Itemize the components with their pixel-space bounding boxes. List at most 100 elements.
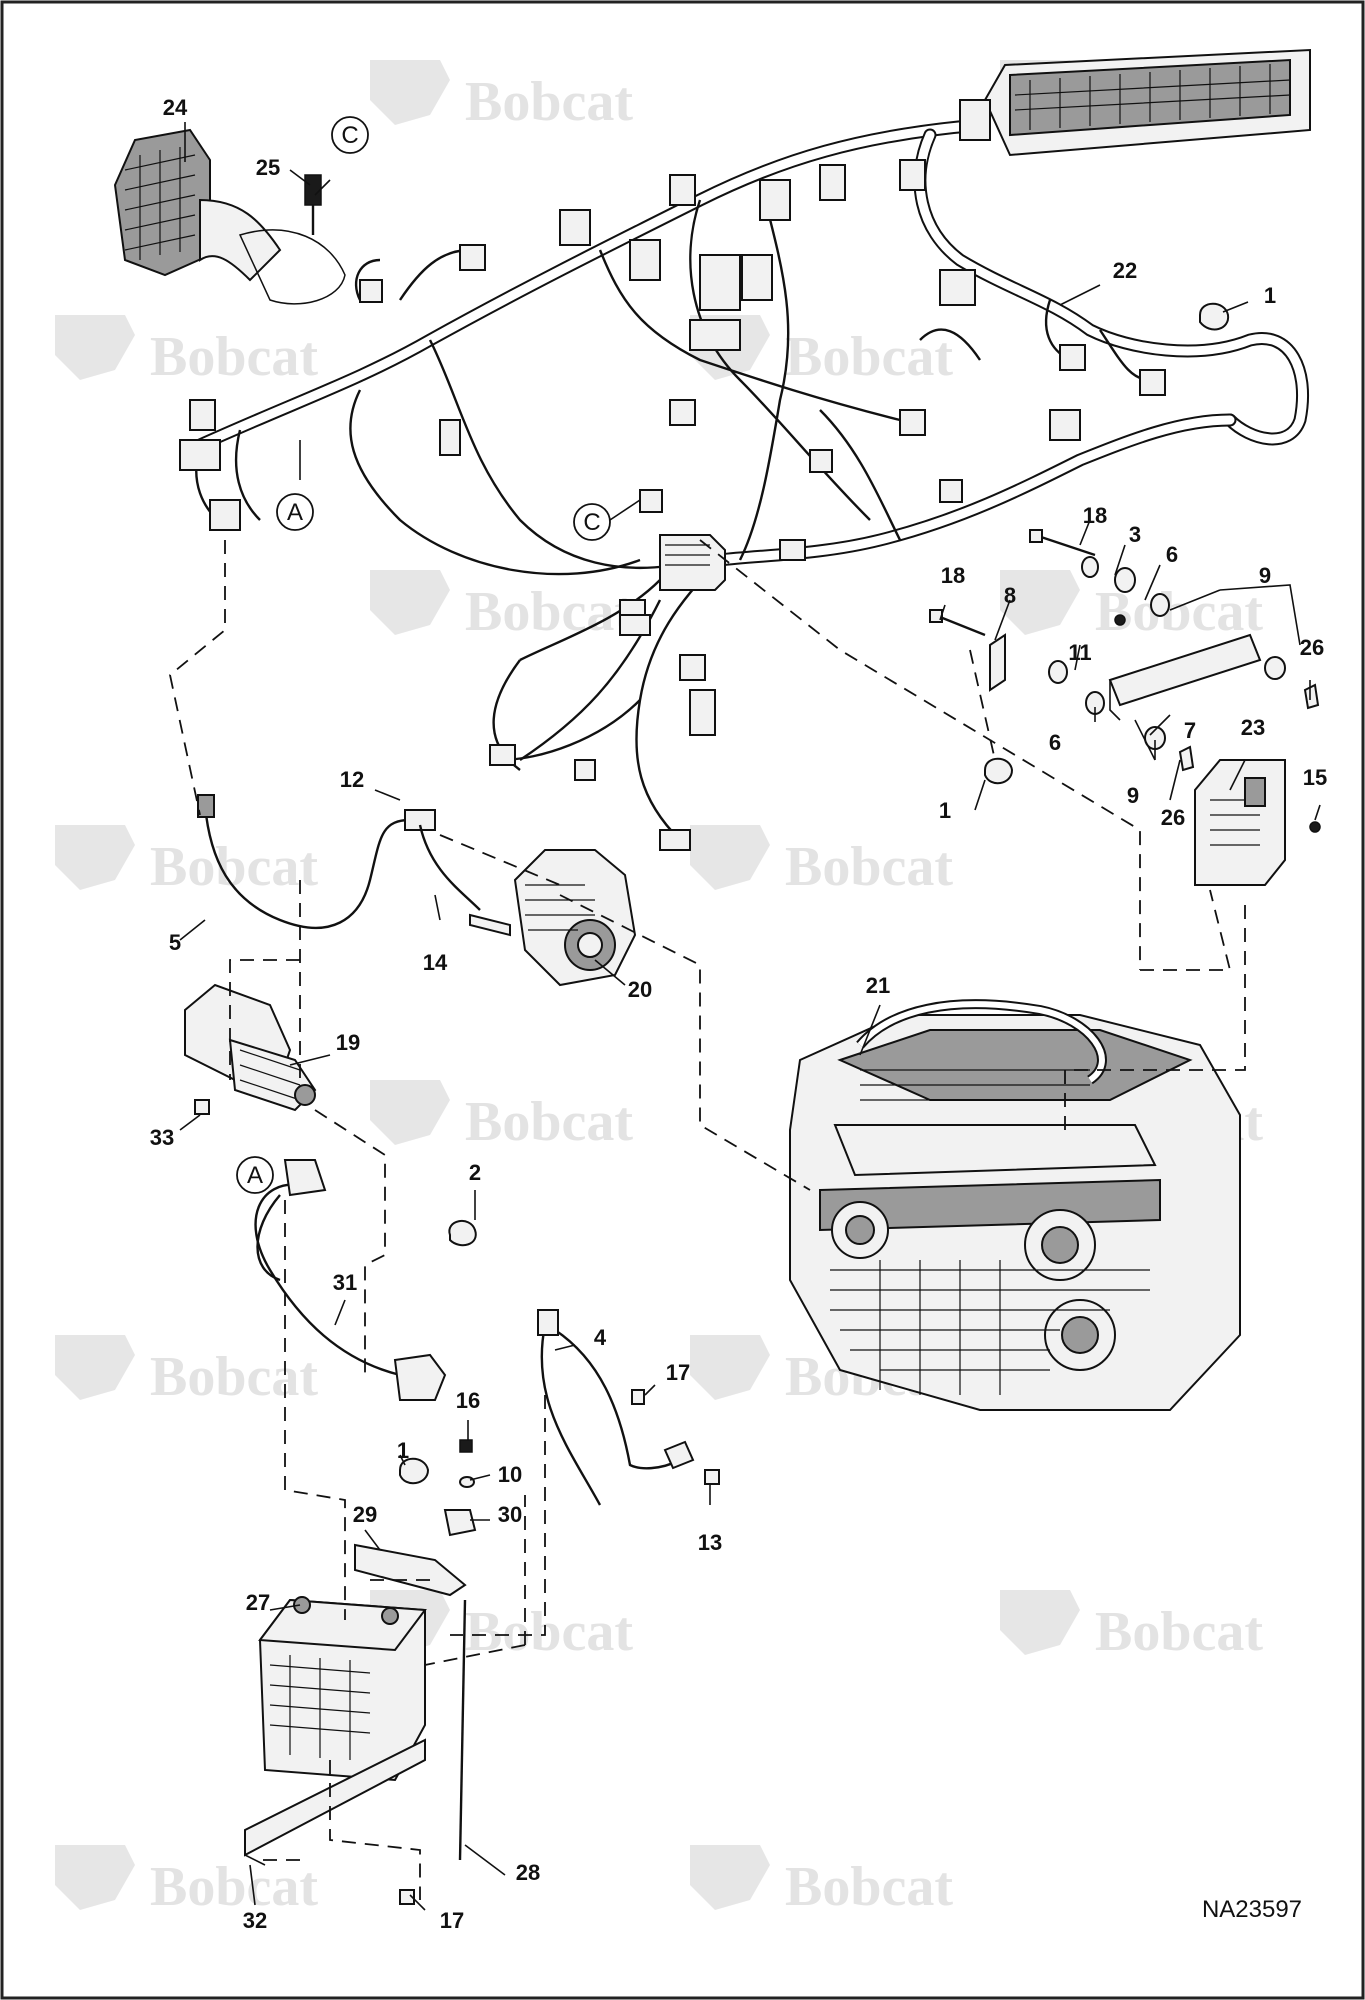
harness-connector xyxy=(1059,344,1086,371)
callout-21: 21 xyxy=(866,973,890,998)
fuse-block xyxy=(659,534,726,591)
watermark-text: Bobcat xyxy=(465,1091,633,1153)
harness-connector xyxy=(359,279,383,303)
main-wiring-harness xyxy=(179,118,1310,851)
ecu-assembly xyxy=(929,302,1321,886)
callout-30: 30 xyxy=(498,1502,522,1527)
harness-connector xyxy=(779,539,806,561)
callout-28: 28 xyxy=(516,1860,540,1885)
harness-connector xyxy=(669,399,696,426)
callout-26-upper: 26 xyxy=(1300,635,1324,660)
watermark-logo: Bobcat xyxy=(690,825,953,898)
callout-6-lower: 6 xyxy=(1049,730,1061,755)
harness-connector xyxy=(1049,409,1081,441)
watermark-logo: Bobcat xyxy=(690,1845,953,1918)
harness-connector xyxy=(689,319,741,351)
harness-connector xyxy=(809,449,833,473)
callout-26-lower: 26 xyxy=(1161,805,1185,830)
fuse-relay-panel xyxy=(959,48,1311,157)
watermark-text: Bobcat xyxy=(465,1601,633,1663)
callout-33: 33 xyxy=(150,1125,174,1150)
callout-1-clip-bottom: 1 xyxy=(397,1438,409,1463)
svg-text:A: A xyxy=(247,1162,263,1189)
harness-connector xyxy=(669,174,696,206)
watermark-text: Bobcat xyxy=(150,326,318,388)
harness-connector xyxy=(1139,369,1166,396)
ground-cable-4 xyxy=(537,1309,695,1506)
harness-connector xyxy=(939,479,963,503)
alternator xyxy=(469,849,637,987)
callout-2: 2 xyxy=(469,1160,481,1185)
callout-14: 14 xyxy=(423,950,448,975)
battery-cable-31 xyxy=(254,1159,447,1401)
watermark-logo: Bobcat xyxy=(55,1335,318,1408)
watermark-text: Bobcat xyxy=(150,1856,318,1918)
ref-marker-c-top: C xyxy=(331,116,369,154)
callout-25: 25 xyxy=(256,155,280,180)
callout-18-lower: 18 xyxy=(941,563,965,588)
svg-text:C: C xyxy=(341,122,358,149)
callout-15: 15 xyxy=(1303,765,1327,790)
callout-19: 19 xyxy=(336,1030,360,1055)
harness-connector xyxy=(659,829,691,851)
callout-3: 3 xyxy=(1129,522,1141,547)
callout-11: 11 xyxy=(1068,640,1091,665)
callout-1-clip-top: 1 xyxy=(1264,283,1276,308)
callout-1-clip-mid: 1 xyxy=(939,798,951,823)
callout-32: 32 xyxy=(243,1908,267,1933)
harness-connector xyxy=(899,409,926,436)
watermark-text: Bobcat xyxy=(785,836,953,898)
harness-connector xyxy=(959,99,991,141)
watermark-logo: Bobcat xyxy=(1000,1590,1263,1663)
harness-connector xyxy=(689,689,716,736)
harness-connector xyxy=(639,489,663,513)
callout-16: 16 xyxy=(456,1388,480,1413)
assembly-lines xyxy=(169,539,1246,1900)
air-cleaner xyxy=(113,128,346,305)
watermark-text: Bobcat xyxy=(785,326,953,388)
harness-connector xyxy=(439,419,461,456)
leader-lines xyxy=(179,122,1321,1911)
harness-connector xyxy=(459,244,486,271)
svg-text:A: A xyxy=(287,499,303,526)
callout-18-upper: 18 xyxy=(1083,503,1107,528)
callout-5: 5 xyxy=(169,930,181,955)
callout-10: 10 xyxy=(498,1462,522,1487)
ref-marker-a-bottom: A xyxy=(236,1156,274,1194)
harness-connector xyxy=(559,209,591,246)
callout-20: 20 xyxy=(628,977,652,1002)
callout-24: 24 xyxy=(163,95,188,120)
callout-31: 31 xyxy=(333,1270,357,1295)
callout-17-upper: 17 xyxy=(666,1360,690,1385)
callout-9-lower: 9 xyxy=(1127,783,1139,808)
callout-12: 12 xyxy=(340,767,364,792)
harness-connector xyxy=(699,254,741,311)
svg-text:C: C xyxy=(583,509,600,536)
callout-22: 22 xyxy=(1113,258,1137,283)
watermark-logo: Bobcat xyxy=(370,570,633,643)
callout-17-lower: 17 xyxy=(440,1908,464,1933)
callout-labels: 24 25 22 1 18 3 6 9 18 8 11 26 6 7 23 15… xyxy=(150,95,1327,1933)
harness-connector xyxy=(741,254,773,301)
harness-connector xyxy=(574,759,596,781)
ref-marker-a-top: A xyxy=(276,493,314,531)
ref-marker-c-mid: C xyxy=(573,503,611,541)
watermark-text: Bobcat xyxy=(785,1856,953,1918)
harness-connector xyxy=(629,239,661,281)
battery xyxy=(244,1220,720,1905)
diagram-id: NA23597 xyxy=(1202,1896,1302,1923)
harness-connector xyxy=(679,654,706,681)
watermark-text: Bobcat xyxy=(1095,1601,1263,1663)
reference-markers: C A C A xyxy=(236,116,611,1194)
sensor-25 xyxy=(304,174,322,206)
harness-connector xyxy=(489,744,516,766)
callout-4: 4 xyxy=(594,1325,607,1350)
harness-connector xyxy=(189,399,216,431)
watermark-logo: Bobcat xyxy=(370,1080,633,1153)
watermark-logo: Bobcat xyxy=(55,315,318,388)
harness-connector xyxy=(899,159,926,191)
watermark-logo: Bobcat xyxy=(370,60,633,133)
callout-9-upper: 9 xyxy=(1259,563,1271,588)
